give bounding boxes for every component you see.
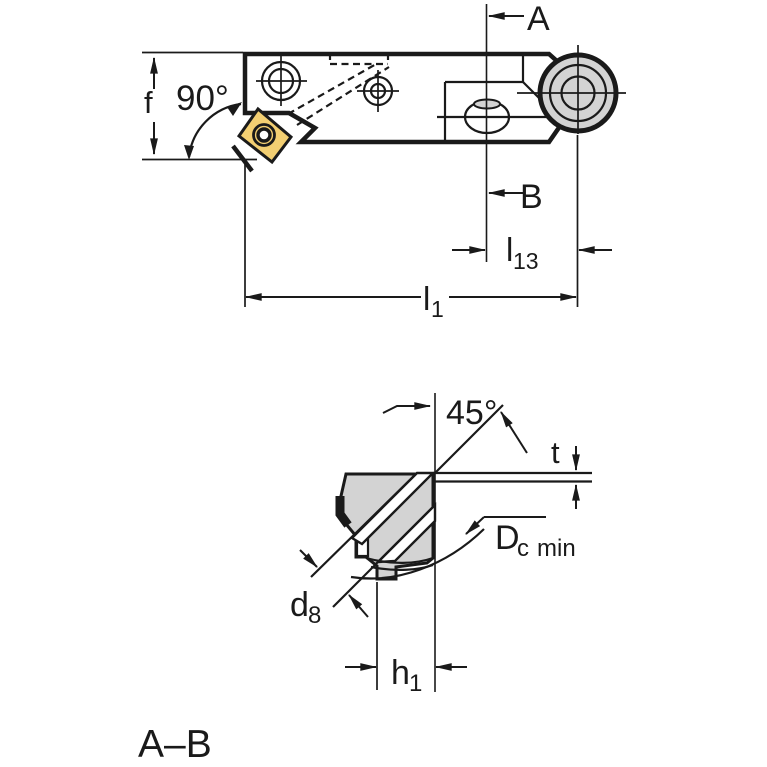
lead-angle-90: 90° xyxy=(176,79,242,160)
label-d8: d xyxy=(290,586,309,624)
label-d8-sub: 8 xyxy=(308,602,321,629)
dim-d8: d 8 xyxy=(290,549,369,629)
section-title: A–B xyxy=(138,723,212,766)
section-marker-a: A xyxy=(487,0,550,38)
label-l13: l xyxy=(506,231,513,268)
label-dc: D xyxy=(495,519,520,557)
screw-hole-middle xyxy=(357,70,399,112)
label-b: B xyxy=(520,178,543,216)
label-f: f xyxy=(144,85,153,120)
section-marker-b: B xyxy=(487,178,543,216)
label-45: 45° xyxy=(446,394,497,432)
clamping-boss xyxy=(517,45,626,134)
label-a: A xyxy=(527,0,550,38)
label-90: 90° xyxy=(176,79,229,118)
top-view: A B f 90° l 13 xyxy=(142,0,626,322)
label-t: t xyxy=(551,435,560,470)
dim-h1: h 1 xyxy=(345,582,467,697)
dim-t: t xyxy=(551,435,580,509)
dim-dc-min: D c min xyxy=(350,516,576,580)
dim-l1: l 1 xyxy=(244,135,579,322)
dim-f: f xyxy=(142,51,257,161)
shim-strip xyxy=(433,471,592,483)
dim-45: 45° xyxy=(382,394,528,476)
insert-chamfer-edge xyxy=(231,144,254,173)
insert-screw xyxy=(252,123,276,147)
dim-l13: l 13 xyxy=(452,231,612,274)
label-l13-sub: 13 xyxy=(513,248,539,274)
cutting-insert xyxy=(231,106,294,173)
screw-hole-front xyxy=(256,56,307,106)
label-h1: h xyxy=(391,654,410,692)
label-dc-min: min xyxy=(537,535,576,562)
label-l1: l xyxy=(423,280,430,317)
screw-bore xyxy=(310,471,437,608)
label-l1-sub: 1 xyxy=(431,296,444,322)
pocket-lines xyxy=(437,54,550,141)
hidden-screw-channel xyxy=(287,53,390,126)
label-dc-sub: c xyxy=(517,535,529,562)
label-h1-sub: 1 xyxy=(409,670,422,697)
section-view: 45° t D c min d 8 h xyxy=(138,393,592,766)
clamp-section xyxy=(335,496,352,528)
